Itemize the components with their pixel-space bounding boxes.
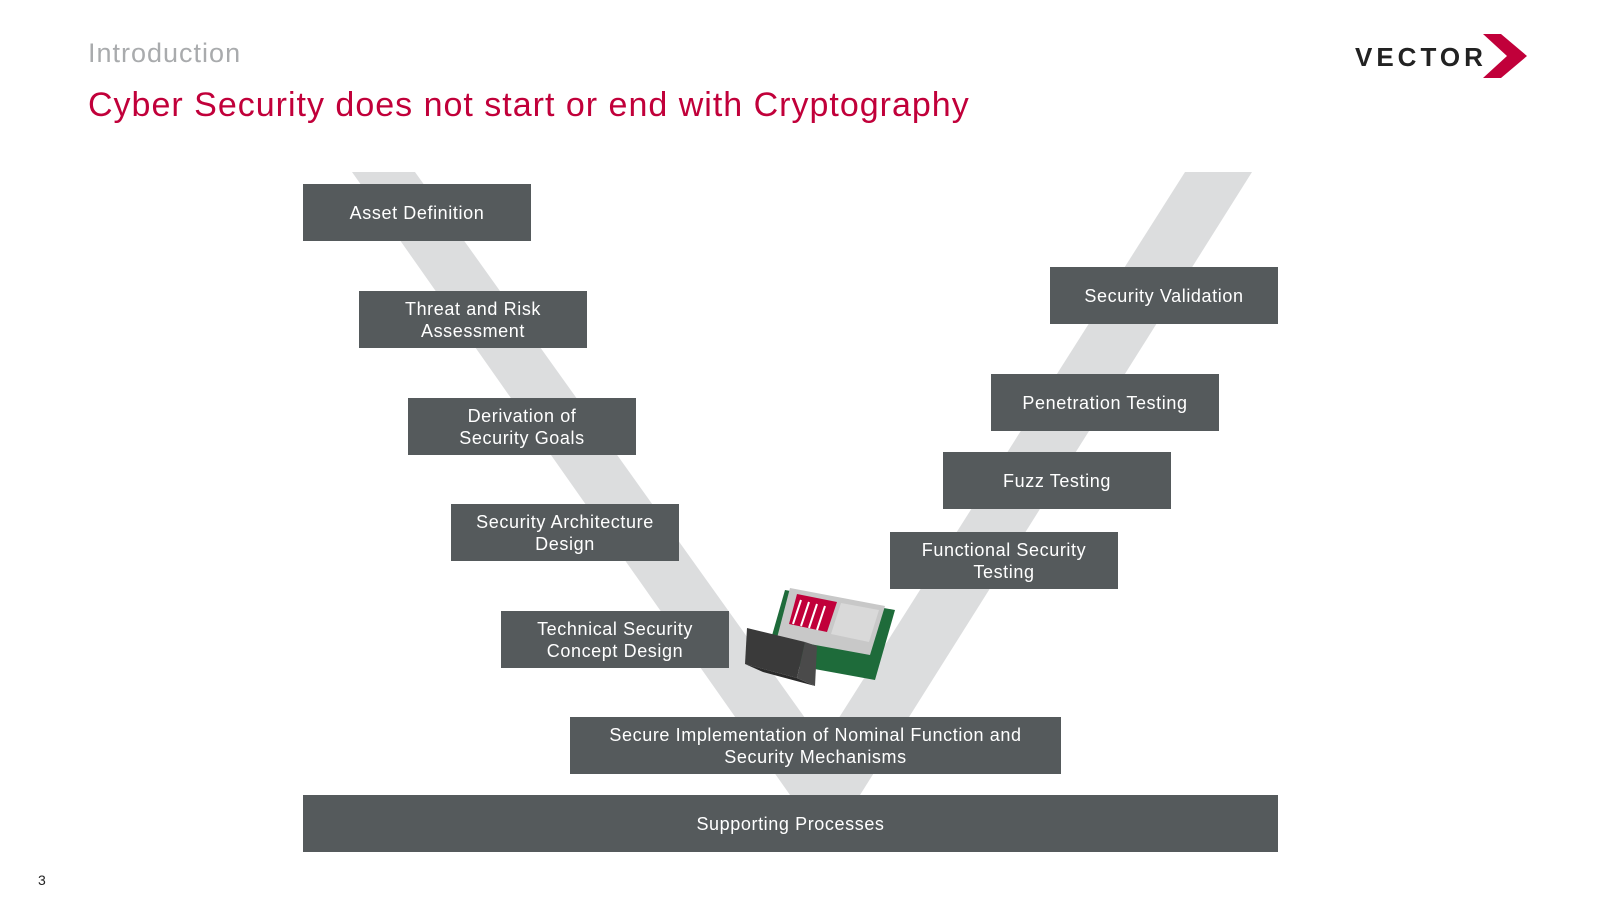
vector-logo: VECTOR [1355, 34, 1535, 80]
slide-title: Cyber Security does not start or end wit… [88, 86, 970, 124]
ecu-board-icon [745, 588, 895, 686]
step-penetration-testing: Penetration Testing [991, 374, 1219, 431]
step-asset-definition: Asset Definition [303, 184, 531, 241]
logo-text: VECTOR [1355, 42, 1487, 72]
step-security-validation: Security Validation [1050, 267, 1278, 324]
section-heading: Introduction [88, 38, 242, 68]
step-supporting-processes: Supporting Processes [303, 795, 1278, 852]
step-derivation-security-goals: Derivation of Security Goals [408, 398, 636, 455]
step-secure-implementation: Secure Implementation of Nominal Functio… [570, 717, 1061, 774]
step-threat-risk-assessment: Threat and Risk Assessment [359, 291, 587, 348]
page-number: 3 [38, 872, 46, 888]
step-security-architecture-design: Security Architecture Design [451, 504, 679, 561]
vector-chevron-icon [1483, 34, 1527, 78]
step-functional-security-testing: Functional Security Testing [890, 532, 1118, 589]
step-technical-security-concept: Technical Security Concept Design [501, 611, 729, 668]
step-fuzz-testing: Fuzz Testing [943, 452, 1171, 509]
